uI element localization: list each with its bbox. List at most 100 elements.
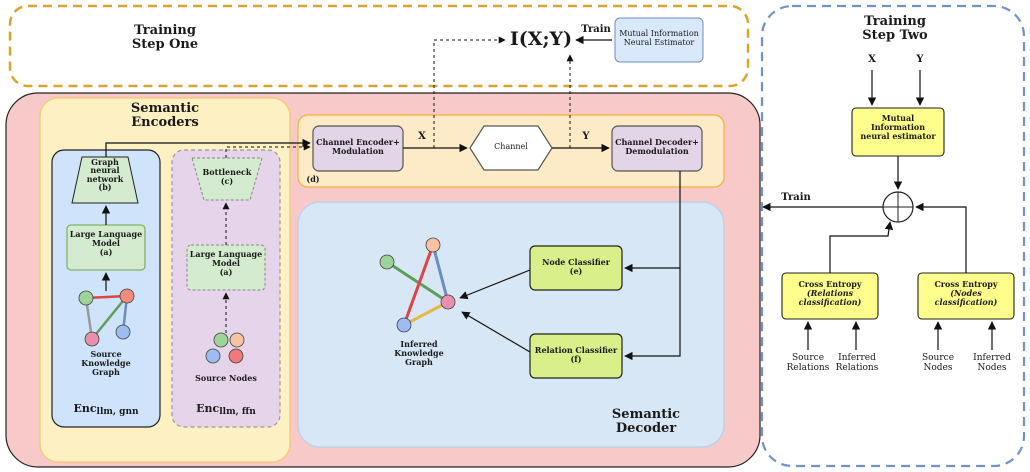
inf-rel-line2: Relations bbox=[835, 362, 879, 373]
inferred-kg-line3: Graph bbox=[405, 356, 433, 367]
source-kg-line3: Graph bbox=[92, 366, 120, 377]
source-knowledge-graph bbox=[78, 288, 135, 347]
channel-y-label: Y bbox=[582, 131, 590, 142]
channel-x-label: X bbox=[418, 131, 426, 142]
llm-ffn-line3: (a) bbox=[219, 266, 233, 277]
enc-ffn-sub: llm, ffn bbox=[219, 407, 256, 417]
arrow-ce-rel-to-sum bbox=[829, 221, 894, 273]
mine-top-line2: Neural Estimator bbox=[623, 37, 695, 47]
arrow-rel-cls-to-graph bbox=[461, 311, 531, 353]
gnn-line1: Graph bbox=[91, 157, 119, 167]
mine-right-line2: Information bbox=[870, 121, 926, 132]
channel-decoder-line2: Demodulation bbox=[625, 145, 689, 156]
right-train-label: Train bbox=[781, 192, 811, 203]
llm-gnn-line1: Large Language bbox=[69, 229, 143, 239]
node-classifier-box bbox=[529, 245, 623, 291]
decoder-title-line1: Semantic bbox=[611, 407, 681, 422]
ce-rel-line1: Cross Entropy bbox=[798, 279, 862, 289]
src-rel-label: Source Relations bbox=[780, 353, 836, 374]
mine-right-label: Mutual Information neural estimator bbox=[852, 114, 944, 140]
enc-ffn-label: Encllm, ffn bbox=[178, 402, 274, 417]
channel-encoder-line2: Modulation bbox=[332, 145, 384, 156]
bottleneck-shape bbox=[191, 157, 263, 201]
llm-gnn-line2: Model bbox=[92, 237, 120, 248]
llm-ffn-line2: Model bbox=[212, 257, 240, 268]
encoders-title-line2: Encoders bbox=[131, 115, 199, 131]
inferred-knowledge-graph bbox=[379, 237, 456, 333]
training-step-one-box bbox=[8, 4, 750, 88]
gnn-shape bbox=[71, 156, 139, 204]
encoders-title-line1: Semantic bbox=[130, 101, 200, 116]
source-kg-line2: Knowledge bbox=[81, 357, 131, 368]
inf-node-label: Inferred Nodes bbox=[964, 353, 1020, 374]
mine-top-line1: Mutual Information bbox=[619, 29, 699, 38]
channel-label: Channel bbox=[494, 142, 528, 151]
rel-cls-line2: (f) bbox=[570, 353, 582, 364]
enc-ffn-main: Enc bbox=[196, 402, 220, 415]
src-rel-line2: Relations bbox=[786, 362, 830, 373]
train-top-label: Train bbox=[581, 24, 611, 35]
src-rel-line1: Source bbox=[791, 353, 825, 363]
encoders-title: Semantic Encoders bbox=[105, 101, 225, 131]
arrow-x-to-mi bbox=[433, 36, 506, 148]
arrow-decoder-to-rel-cls bbox=[624, 268, 681, 361]
mine-top-box bbox=[614, 17, 704, 63]
mi-label: I(X;Y) bbox=[509, 28, 573, 50]
arrow-bottleneck-to-encoder bbox=[225, 143, 311, 158]
mine-top-label: Mutual Information Neural Estimator bbox=[615, 29, 703, 48]
ce-nodes-label: Cross Entropy (Nodes classification) bbox=[918, 280, 1014, 306]
channel-decoder-box bbox=[611, 125, 703, 172]
inf-rel-line1: Inferred bbox=[838, 353, 876, 363]
ce-node-line1: Cross Entropy bbox=[934, 279, 998, 289]
rel-cls-line1: Relation Classifier bbox=[534, 345, 618, 355]
source-nodes-graphic bbox=[205, 332, 245, 364]
channel-encoder-line1: Channel Encoder+ bbox=[316, 137, 400, 147]
relation-classifier-box bbox=[529, 333, 623, 379]
arrow-gnn-to-encoder bbox=[105, 138, 311, 157]
inf-node-line2: Nodes bbox=[977, 362, 1007, 373]
ce-rel-line2: (Relations bbox=[806, 287, 854, 298]
enc-gnn-label: Encllm, gnn bbox=[58, 402, 154, 417]
gnn-label: Graph neural network (b) bbox=[72, 158, 138, 192]
inferred-kg-line2: Knowledge bbox=[394, 347, 444, 358]
src-node-line2: Nodes bbox=[923, 362, 953, 373]
step-two-line1: Training bbox=[864, 14, 926, 29]
decoder-title: Semantic Decoder bbox=[596, 407, 696, 437]
relation-classifier-label: Relation Classifier (f) bbox=[530, 346, 622, 364]
src-node-line1: Source bbox=[921, 353, 955, 363]
bottleneck-label: Bottleneck (c) bbox=[192, 168, 262, 186]
enc-gnn-main: Enc bbox=[73, 402, 97, 415]
ce-node-line3: classification) bbox=[934, 296, 998, 307]
step-one-line2: Step One bbox=[131, 37, 199, 53]
channel-encoder-label: Channel Encoder+ Modulation bbox=[313, 138, 403, 156]
llm-gnn-label: Large Language Model (a) bbox=[67, 230, 145, 256]
node-cls-line1: Node Classifier bbox=[542, 257, 610, 267]
enc-gnn-sub: llm, gnn bbox=[96, 407, 139, 417]
llm-ffn-label: Large Language Model (a) bbox=[187, 250, 265, 276]
node-classifier-label: Node Classifier (e) bbox=[530, 258, 622, 276]
training-step-two-box bbox=[760, 4, 1026, 468]
decoder-title-line2: Decoder bbox=[615, 421, 677, 437]
ce-relations-label: Cross Entropy (Relations classification) bbox=[782, 280, 878, 306]
gnn-line4: (b) bbox=[98, 182, 112, 193]
src-node-label: Source Nodes bbox=[910, 353, 966, 374]
mine-right-line1: Mutual bbox=[881, 113, 915, 123]
right-y-label: Y bbox=[916, 54, 924, 65]
bottleneck-line2: (c) bbox=[220, 175, 234, 186]
llm-gnn-line3: (a) bbox=[99, 246, 113, 257]
ce-rel-line3: classification) bbox=[798, 296, 862, 307]
gnn-line2: neural bbox=[90, 165, 120, 176]
channel-decoder-line1: Channel Decoder+ bbox=[615, 137, 699, 147]
ce-node-line2: (Nodes bbox=[950, 287, 982, 298]
bottleneck-line1: Bottleneck bbox=[202, 167, 252, 177]
step-two-title: Training Step Two bbox=[840, 14, 950, 44]
llm-ffn-line1: Large Language bbox=[189, 249, 263, 259]
inferred-kg-label: Inferred Knowledge Graph bbox=[374, 340, 464, 366]
gnn-line3: network bbox=[86, 173, 124, 184]
source-nodes-label: Source Nodes bbox=[195, 373, 257, 383]
inf-node-line1: Inferred bbox=[973, 353, 1011, 363]
source-kg-label: Source Knowledge Graph bbox=[62, 350, 150, 376]
step-one-title: Training Step One bbox=[100, 23, 230, 53]
